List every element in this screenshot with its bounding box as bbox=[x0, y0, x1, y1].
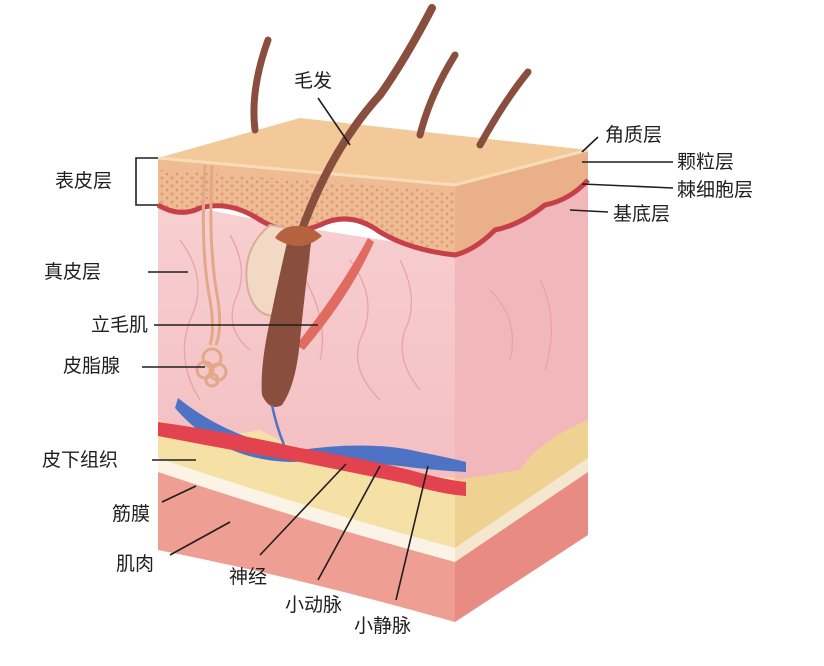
muscle-side bbox=[455, 470, 588, 622]
epidermis-top bbox=[158, 118, 588, 185]
basal-layer-line bbox=[156, 178, 590, 258]
label-fascia: 筋膜 bbox=[112, 503, 151, 525]
label-arrector-pili: 立毛肌 bbox=[91, 314, 149, 336]
label-hair: 毛发 bbox=[294, 70, 333, 92]
hair-follicle-collar bbox=[275, 225, 322, 247]
label-stratum-granulosum: 颗粒层 bbox=[677, 151, 735, 173]
label-muscle: 肌肉 bbox=[116, 553, 155, 575]
vein bbox=[175, 398, 466, 472]
hair-strands bbox=[250, 4, 532, 239]
dermis-side bbox=[455, 175, 588, 480]
sebaceous-gland bbox=[195, 164, 228, 388]
fascia-side bbox=[455, 458, 588, 562]
stratum-corneum-edge bbox=[157, 148, 589, 187]
hair-root bbox=[261, 230, 312, 408]
label-epidermis: 表皮层 bbox=[55, 170, 113, 192]
label-stratum-corneum: 角质层 bbox=[605, 124, 663, 146]
label-stratum-basale: 基底层 bbox=[613, 203, 671, 225]
epidermis-bracket bbox=[135, 157, 158, 206]
label-nerve: 神经 bbox=[229, 566, 268, 588]
label-sebaceous-gland: 皮脂腺 bbox=[63, 355, 121, 377]
arrector-pili-muscle bbox=[296, 238, 374, 350]
artery bbox=[158, 422, 466, 496]
fascia-front bbox=[158, 458, 455, 562]
label-venule: 小静脉 bbox=[354, 615, 412, 637]
label-subcutaneous: 皮下组织 bbox=[42, 449, 119, 471]
label-arteriole: 小动脉 bbox=[285, 594, 343, 616]
nerve bbox=[270, 404, 286, 446]
leader-lines bbox=[142, 97, 674, 601]
muscle-front bbox=[158, 470, 455, 622]
subcutaneous-side bbox=[455, 405, 588, 548]
label-dermis: 真皮层 bbox=[44, 261, 102, 283]
label-stratum-spinosum: 棘细胞层 bbox=[677, 179, 754, 201]
